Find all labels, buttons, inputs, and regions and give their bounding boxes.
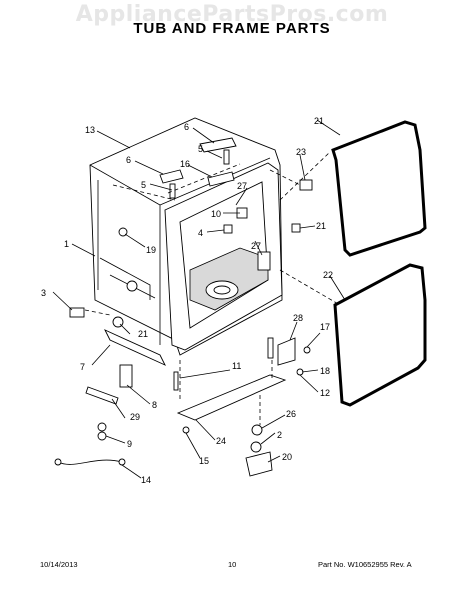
tub-gasket-3 bbox=[333, 263, 427, 407]
callout-10: 10 bbox=[211, 209, 221, 219]
callout-16: 16 bbox=[180, 159, 190, 169]
callout-17: 28 bbox=[293, 313, 303, 323]
tub-assembly bbox=[89, 117, 283, 356]
callout-20: 15 bbox=[199, 456, 209, 466]
callout-14: 20 bbox=[282, 452, 292, 462]
callout-7: 21 bbox=[138, 329, 148, 339]
callout-21: 23 bbox=[296, 147, 306, 157]
watermark-text: AppliancePartsPros.com bbox=[75, 2, 389, 27]
callout-6b: 6 bbox=[126, 155, 131, 165]
callout-4: 4 bbox=[198, 228, 203, 238]
footer-date: 10/14/2013 bbox=[40, 560, 78, 569]
callout-6: 6 bbox=[184, 122, 189, 132]
callout-1: 1 bbox=[64, 239, 69, 249]
callout-25: 14 bbox=[141, 475, 151, 485]
top-hardware bbox=[118, 137, 313, 271]
callout-24: 9 bbox=[127, 439, 132, 449]
callout-27b: 27 bbox=[251, 241, 261, 251]
callout-11: 12 bbox=[320, 388, 330, 398]
callout-29: 8 bbox=[152, 400, 157, 410]
callout-22: 21 bbox=[316, 221, 326, 231]
callout-23: 21 bbox=[314, 116, 324, 126]
callout-26: 24 bbox=[216, 436, 226, 446]
callout-18: 17 bbox=[320, 322, 330, 332]
door-gasket-23 bbox=[331, 120, 427, 257]
alignment-dashes bbox=[84, 151, 341, 425]
footer-part-number: Part No. W10652955 Rev. A bbox=[318, 560, 412, 569]
footer-page-number: 10 bbox=[228, 560, 237, 569]
callout-5b: 5 bbox=[141, 180, 146, 190]
callout-12: 18 bbox=[320, 366, 330, 376]
callout-13: 13 bbox=[85, 125, 95, 135]
callout-19: 19 bbox=[146, 245, 156, 255]
callout-27: 27 bbox=[237, 181, 247, 191]
callout-15: 2 bbox=[277, 430, 282, 440]
lower-parts bbox=[54, 307, 311, 477]
callout-9: 29 bbox=[130, 412, 140, 422]
callout-3: 22 bbox=[323, 270, 333, 280]
leader-lines bbox=[52, 119, 346, 479]
callout-21b: 3 bbox=[41, 288, 46, 298]
callout-28: 7 bbox=[80, 362, 85, 372]
callout-5: 5 bbox=[198, 144, 203, 154]
callout-8: 11 bbox=[232, 361, 241, 371]
callout-labels: 13 6 5 16 6 5 27 10 4 27 19 1 21 23 21 2… bbox=[41, 116, 333, 485]
callout-2: 26 bbox=[286, 409, 296, 419]
page-title: TUB AND FRAME PARTS bbox=[133, 20, 331, 37]
